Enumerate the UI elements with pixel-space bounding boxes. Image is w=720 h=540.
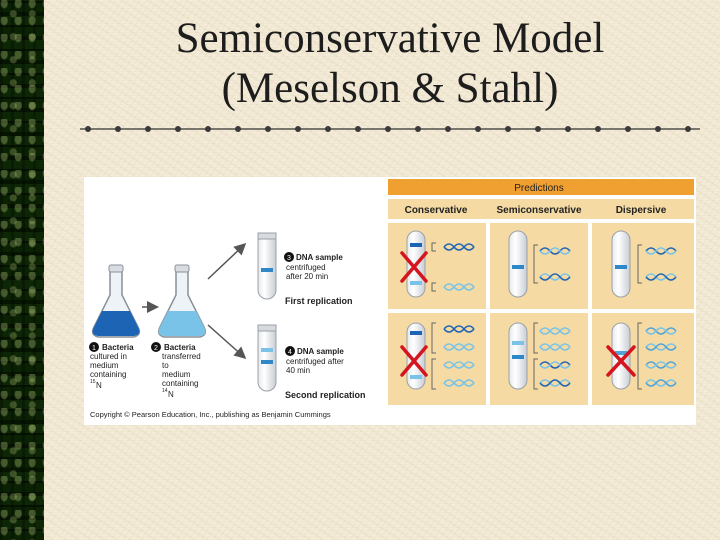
step3-number-badge [284, 252, 294, 262]
step4-line2: centrifuged after [286, 357, 344, 366]
step1-isotope-symbol: N [96, 381, 102, 390]
step1-line1: Bacteria [102, 343, 134, 352]
step2-number-badge [151, 342, 161, 352]
step3-line1: DNA sample [296, 253, 343, 262]
step1-number-badge [89, 342, 99, 352]
flask-n14-medium [157, 264, 207, 338]
step2-line3: to [162, 361, 169, 370]
step2-line4: medium [162, 370, 191, 379]
cross-icon-row1-conservative [400, 251, 428, 283]
column-header-dispersive: Dispersive [616, 205, 667, 216]
slide-title: Semiconservative Model (Meselson & Stahl… [80, 14, 700, 114]
step3-line3: after 20 min [286, 272, 328, 281]
column-header-strip [388, 199, 694, 219]
step2-isotope-mass: 14 [162, 388, 168, 394]
step1-line4: containing [90, 370, 126, 379]
decorative-left-border [0, 0, 44, 540]
flask-n15-medium [91, 264, 141, 338]
step1-label: Bacteria cultured in medium containing 1… [90, 343, 134, 390]
arrow-to-second-tube [207, 324, 247, 359]
step1-line3: medium [90, 361, 119, 370]
meselson-stahl-figure: Predictions Conservative Semiconservativ… [84, 177, 696, 425]
row1-dispersive-tube [611, 230, 631, 298]
step1-number: 1 [92, 345, 96, 352]
step2-line1: Bacteria [164, 343, 196, 352]
row2-semiconservative-tube [508, 322, 528, 390]
column-header-semiconservative: Semiconservative [496, 205, 581, 216]
step2-isotope-symbol: N [168, 390, 174, 399]
column-header-conservative: Conservative [405, 205, 468, 216]
predictions-header-bar [388, 179, 694, 195]
step4-number: 4 [288, 349, 292, 356]
dna-helix-icons [443, 243, 677, 387]
step4-label: DNA sample centrifuged after 40 min [286, 347, 344, 375]
tube-second-replication [257, 324, 277, 392]
tube-first-replication [257, 232, 277, 300]
prediction-row-first-replication [406, 230, 631, 298]
caption-second-replication: Second replication [285, 390, 366, 400]
caption-first-replication: First replication [285, 296, 353, 306]
prediction-panels [388, 223, 694, 405]
row2-dispersive-tube [611, 322, 631, 390]
title-divider [80, 126, 700, 132]
step1-isotope-mass: 15 [90, 379, 96, 385]
row1-semiconservative-tube [508, 230, 528, 298]
step4-line3: 40 min [286, 366, 310, 375]
step2-number: 2 [154, 345, 158, 352]
step2-label: Bacteria transferred to medium containin… [162, 343, 201, 399]
predictions-header: Predictions [514, 183, 563, 194]
arrow-to-first-tube [207, 242, 247, 280]
step3-number: 3 [287, 255, 291, 262]
cross-icon-row2-conservative [400, 345, 428, 377]
figure-copyright: Copyright © Pearson Education, Inc., pub… [90, 410, 331, 419]
slide-title-line2: (Meselson & Stahl) [221, 65, 559, 112]
step2-line2: transferred [162, 352, 201, 361]
step3-label: DNA sample centrifuged after 20 min [286, 253, 343, 281]
step1-line2: cultured in [90, 352, 127, 361]
step4-line1: DNA sample [297, 347, 344, 356]
band-brackets [431, 242, 642, 390]
slide-title-line1: Semiconservative Model [175, 15, 605, 62]
step4-number-badge [285, 346, 295, 356]
cross-icon-row2-dispersive [606, 345, 636, 377]
step2-line5: containing [162, 379, 198, 388]
step3-line2: centrifuged [286, 263, 326, 272]
